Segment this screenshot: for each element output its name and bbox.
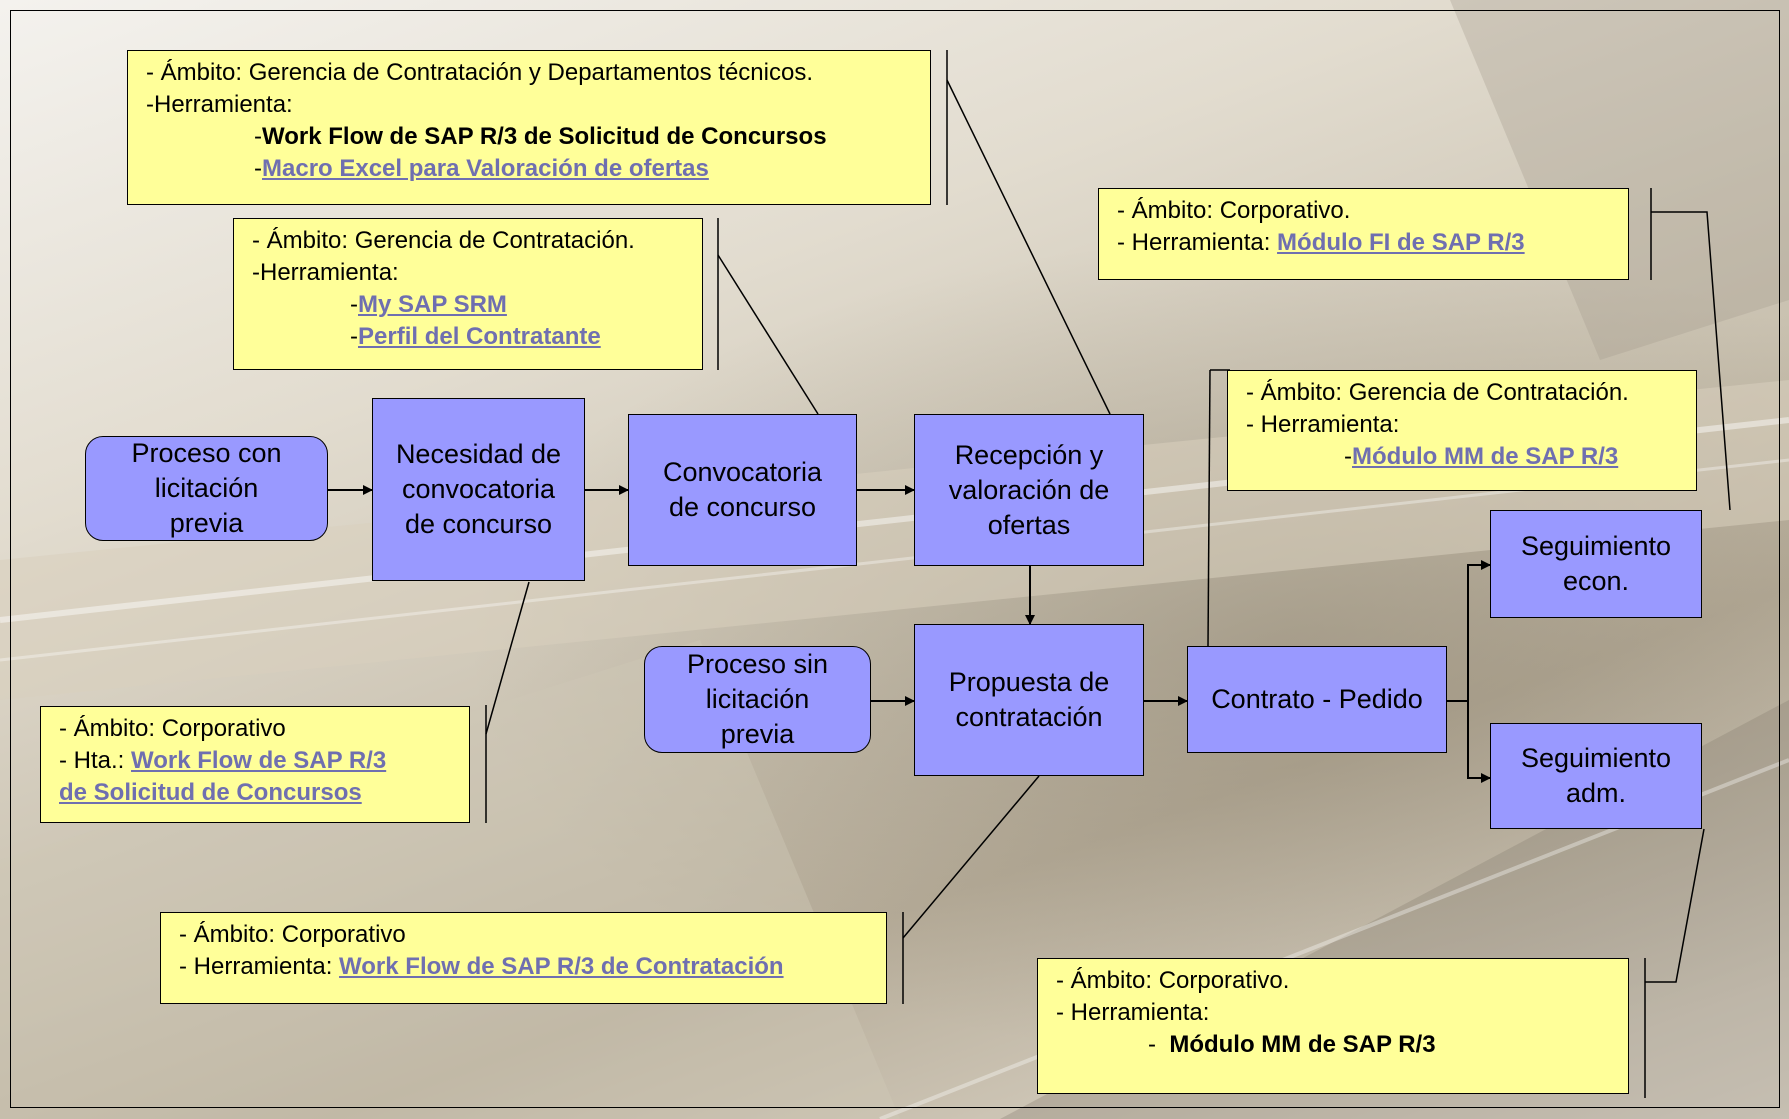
node-seguimiento-econ: Seguimiento econ.: [1490, 510, 1702, 618]
note-left-hta-line-2: de Solicitud de Concursos: [59, 777, 451, 809]
link-macro-excel[interactable]: Macro Excel para Valoración de ofertas: [262, 155, 709, 182]
note-fi-herramienta-label: - Herramienta:: [1117, 229, 1278, 256]
note-mm-bottom-herramienta-label: - Herramienta:: [1056, 999, 1210, 1026]
note-top-herramientas: - Ámbito: Gerencia de Contratación y Dep…: [127, 50, 931, 205]
node-proceso-sin-licitacion: Proceso sin licitación previa: [644, 646, 871, 753]
bullet-dash: -: [350, 291, 358, 318]
node-convocatoria-concurso: Convocatoria de concurso: [628, 414, 857, 566]
callout-top-to-recepcion: [946, 79, 1111, 415]
note-top-ambito: - Ámbito: Gerencia de Contratación y Dep…: [146, 59, 813, 86]
node-proceso-con-licitacion: Proceso con licitación previa: [85, 436, 328, 541]
note-fi-ambito: - Ámbito: Corporativo.: [1117, 197, 1351, 224]
note-left-ambito: - Ámbito: Corporativo: [59, 715, 286, 742]
note-left: - Ámbito: Corporativo - Hta.: Work Flow …: [40, 706, 470, 823]
note-top-workflow-line: -Work Flow de SAP R/3 de Solicitud de Co…: [146, 121, 912, 153]
note-bottom-herramienta-label: - Herramienta:: [179, 953, 340, 980]
bullet-dash: -: [254, 123, 262, 150]
bullet-dash: -: [1148, 1031, 1170, 1058]
note-left-hta-label: - Hta.:: [59, 747, 132, 774]
note-mm-top: - Ámbito: Gerencia de Contratación. - He…: [1227, 370, 1697, 491]
callout-srm-to-convocatoria: [717, 254, 819, 415]
note-srm-ambito: - Ámbito: Gerencia de Contratación.: [252, 227, 635, 254]
note-mm-bottom: - Ámbito: Corporativo. - Herramienta: - …: [1037, 958, 1629, 1094]
note-srm-mysap-line: -My SAP SRM: [252, 289, 684, 321]
node-recepcion-valoracion: Recepción y valoración de ofertas: [914, 414, 1144, 566]
callout-fi-to-seg-econ: [1651, 211, 1731, 511]
note-left-hta-line: - Hta.: Work Flow de SAP R/3: [59, 745, 451, 777]
node-propuesta-contratacion: Propuesta de contratación: [914, 624, 1144, 776]
link-modulo-fi[interactable]: Módulo FI de SAP R/3: [1277, 229, 1525, 256]
link-perfil-contratante[interactable]: Perfil del Contratante: [358, 323, 601, 350]
callout-left-to-necesidad: [485, 581, 530, 735]
bullet-dash: -: [1344, 443, 1352, 470]
note-srm-herramienta-label: -Herramienta:: [252, 259, 399, 286]
link-workflow-contratacion[interactable]: Work Flow de SAP R/3 de Contratación: [339, 953, 784, 980]
note-mm-bottom-modulo-line: - Módulo MM de SAP R/3: [1056, 1029, 1610, 1061]
note-bottom-ambito: - Ámbito: Corporativo: [179, 921, 406, 948]
note-srm: - Ámbito: Gerencia de Contratación. -Her…: [233, 218, 703, 370]
note-fi-herramienta-line: - Herramienta: Módulo FI de SAP R/3: [1117, 227, 1610, 259]
node-contrato-pedido: Contrato - Pedido: [1187, 646, 1447, 753]
node-seguimiento-adm: Seguimiento adm.: [1490, 723, 1702, 829]
note-top-herramienta-label: -Herramienta:: [146, 91, 293, 118]
link-solicitud-concursos-left[interactable]: de Solicitud de Concursos: [59, 779, 362, 806]
note-mm-bottom-ambito: - Ámbito: Corporativo.: [1056, 967, 1290, 994]
link-my-sap-srm[interactable]: My SAP SRM: [358, 291, 507, 318]
note-srm-perfil-line: -Perfil del Contratante: [252, 321, 684, 353]
callout-mm-bottom-to-seg-adm: [1645, 828, 1705, 983]
callout-bottom-to-propuesta: [902, 775, 1040, 939]
note-bottom: - Ámbito: Corporativo - Herramienta: Wor…: [160, 912, 887, 1004]
arrow-contrato-to-seg-econ: [1447, 560, 1491, 702]
note-fi: - Ámbito: Corporativo. - Herramienta: Mó…: [1098, 188, 1629, 280]
node-necesidad-convocatoria: Necesidad de convocatoria de concurso: [372, 398, 585, 581]
link-modulo-mm[interactable]: Módulo MM de SAP R/3: [1352, 443, 1619, 470]
link-workflow-sap-left[interactable]: Work Flow de SAP R/3: [131, 747, 387, 774]
modulo-mm-bottom: Módulo MM de SAP R/3: [1169, 1031, 1436, 1058]
workflow-solicitud-concursos: Work Flow de SAP R/3 de Solicitud de Con…: [262, 123, 827, 150]
bullet-dash: -: [254, 155, 262, 182]
callout-mm-top-to-contrato: [1207, 369, 1211, 647]
note-bottom-herramienta-line: - Herramienta: Work Flow de SAP R/3 de C…: [179, 951, 868, 983]
note-mm-top-ambito: - Ámbito: Gerencia de Contratación.: [1246, 379, 1629, 406]
arrow-contrato-to-seg-adm: [1467, 701, 1491, 783]
diagram-border: [10, 10, 1780, 1108]
note-mm-top-modulo-line: -Módulo MM de SAP R/3: [1246, 441, 1678, 473]
note-mm-top-herramienta-label: - Herramienta:: [1246, 411, 1400, 438]
bullet-dash: -: [350, 323, 358, 350]
note-top-macro-line: -Macro Excel para Valoración de ofertas: [146, 153, 912, 185]
